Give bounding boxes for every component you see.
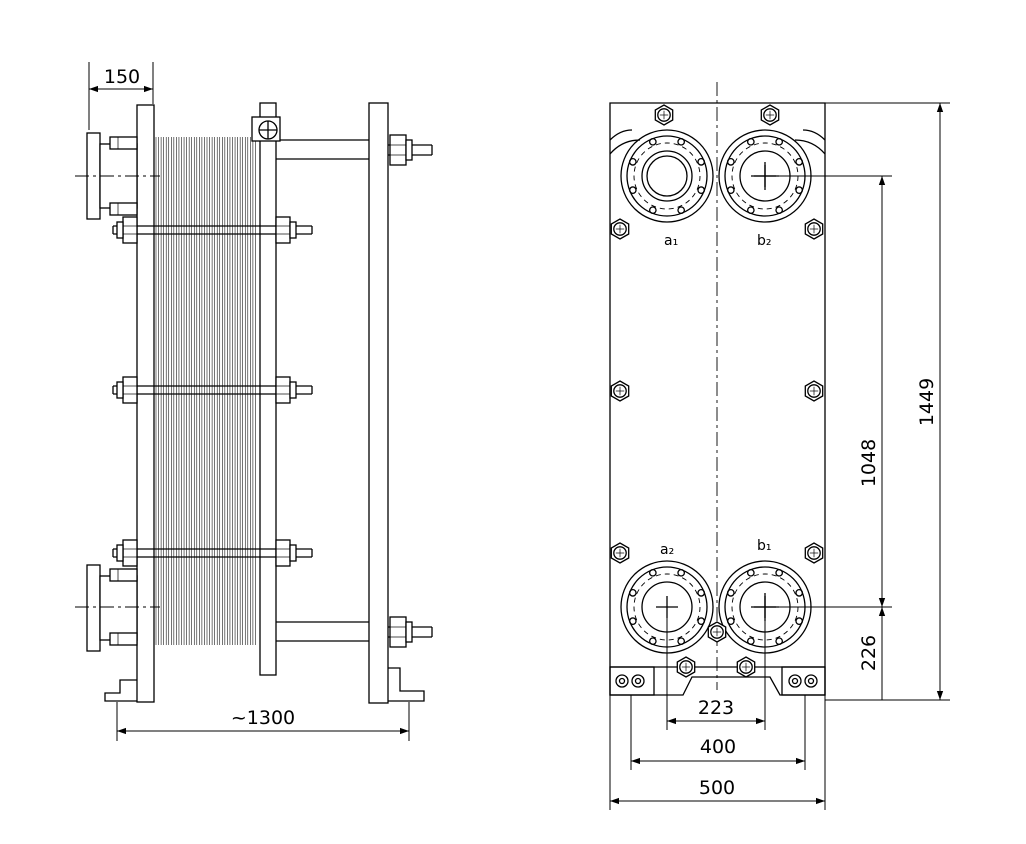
dim-width-label: 500 [699, 777, 735, 799]
nozzle-bottom [86, 564, 138, 652]
port-label-b1: b₁ [757, 538, 772, 554]
port-label-a1: a₁ [664, 233, 678, 249]
foot-left [104, 679, 137, 702]
tie-bolts [112, 216, 313, 567]
foot-block-right [781, 666, 826, 696]
side-view: 150 ~1300 [75, 62, 433, 741]
tie-bolt [112, 216, 313, 244]
nut-icon [804, 674, 818, 688]
bolt-icon [707, 621, 727, 643]
port-label-a2: a₂ [660, 542, 674, 558]
front-view: a₁ b₂ a₂ b₁ 1449 1048 226 223 400 500 [609, 82, 950, 810]
bolt-icon [610, 380, 630, 402]
support-column [368, 102, 389, 704]
roller-icon [251, 116, 281, 142]
dim-height-total-label: 1449 [916, 378, 938, 426]
foot-block-left [609, 666, 655, 696]
dim-port-bottom-offset-label: 226 [858, 635, 880, 671]
front-bolts [610, 104, 824, 688]
port-label-b2: b₂ [757, 233, 772, 249]
bolt-icon [736, 656, 756, 678]
dim-port-spacing-horizontal-label: 223 [698, 697, 734, 719]
pressure-plate [259, 102, 277, 676]
nut-icon [788, 674, 802, 688]
port-open [620, 129, 714, 223]
guide-bar-bottom [276, 616, 433, 648]
bolt-icon [610, 542, 630, 564]
foot-right [388, 667, 425, 702]
tie-bolt [112, 539, 313, 567]
bolt-icon [804, 542, 824, 564]
bolt-icon [804, 380, 824, 402]
bolt-icon [676, 656, 696, 678]
fixed-frame-plate [136, 104, 155, 703]
bolt-icon [760, 104, 780, 126]
plate-pack [155, 137, 256, 645]
dim-port-spacing-vertical-label: 1048 [858, 439, 880, 487]
dim-flange-label: 150 [104, 66, 140, 88]
bolt-icon [804, 218, 824, 240]
tie-bolt [112, 376, 313, 404]
nut-icon [631, 674, 645, 688]
port-blind [718, 129, 812, 223]
bolt-icon [654, 104, 674, 126]
guide-bar-top [276, 134, 433, 166]
nut-icon [615, 674, 629, 688]
dim-foot-spacing-label: 400 [700, 736, 736, 758]
front-ports [620, 129, 812, 654]
dim-length-label: ~1300 [231, 707, 295, 729]
bolt-icon [610, 218, 630, 240]
